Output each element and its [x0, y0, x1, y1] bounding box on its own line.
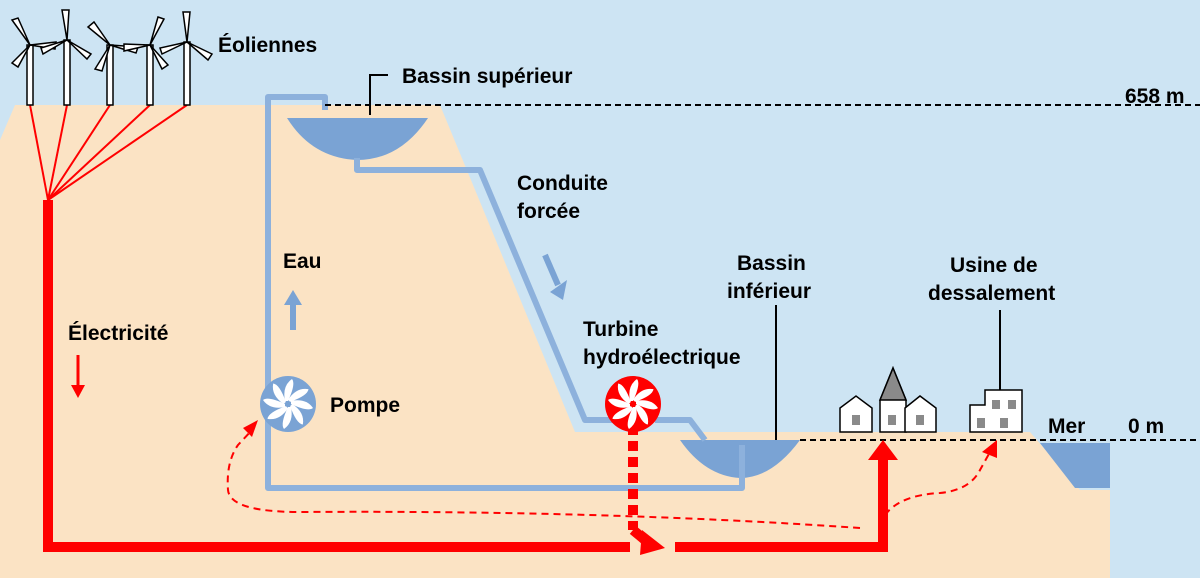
- label-desal-2: dessalement: [928, 282, 1055, 305]
- electricity-city-arrowhead: [868, 440, 898, 460]
- upper-basin-leader: [369, 74, 388, 115]
- label-lower-basin-1: Bassin: [737, 252, 806, 275]
- electricity-to-desal-dashed: [884, 451, 991, 516]
- water-up-arrowhead: [284, 290, 302, 305]
- label-penstock-1: Conduite: [517, 172, 608, 195]
- label-upper-basin: Bassin supérieur: [402, 65, 572, 88]
- label-turbine-1: Turbine: [583, 318, 658, 341]
- label-altitude-sea: 0 m: [1128, 415, 1164, 438]
- label-penstock-2: forcée: [517, 200, 580, 223]
- pump-feed-arrowhead: [243, 420, 258, 437]
- water-pipe: [265, 94, 745, 491]
- label-electricity: Électricité: [68, 322, 168, 345]
- electricity-down-arrowhead: [71, 385, 85, 398]
- desalination-plant-icon: [969, 389, 1023, 433]
- wind-turbine-icon: [10, 9, 214, 106]
- label-turbine-2: hydroélectrique: [583, 346, 741, 369]
- electricity-to-pump-dashed: [226, 429, 861, 529]
- label-wind-turbines: Éoliennes: [218, 34, 317, 57]
- penstock-flow-arrowhead: [550, 280, 567, 300]
- wind-feeder-lines: [29, 104, 188, 201]
- desal-feed-arrowhead: [982, 440, 997, 458]
- ground-terrain: [0, 105, 1110, 578]
- penstock-flow-arrow: [542, 253, 561, 287]
- sea-water: [1040, 443, 1110, 488]
- label-desal-1: Usine de: [950, 254, 1038, 277]
- house-icon: [839, 366, 937, 433]
- turbine-wheel-icon: [605, 376, 661, 432]
- label-water: Eau: [283, 250, 322, 273]
- label-altitude-top: 658 m: [1125, 85, 1185, 108]
- turbine-output-arrowhead: [640, 530, 665, 555]
- electricity-main-line: [43, 200, 888, 552]
- label-lower-basin-2: inférieur: [727, 280, 811, 303]
- label-pump: Pompe: [330, 394, 400, 417]
- pump-wheel-icon: [260, 376, 316, 432]
- label-sea: Mer: [1048, 415, 1085, 438]
- upper-basin-water: [287, 118, 428, 160]
